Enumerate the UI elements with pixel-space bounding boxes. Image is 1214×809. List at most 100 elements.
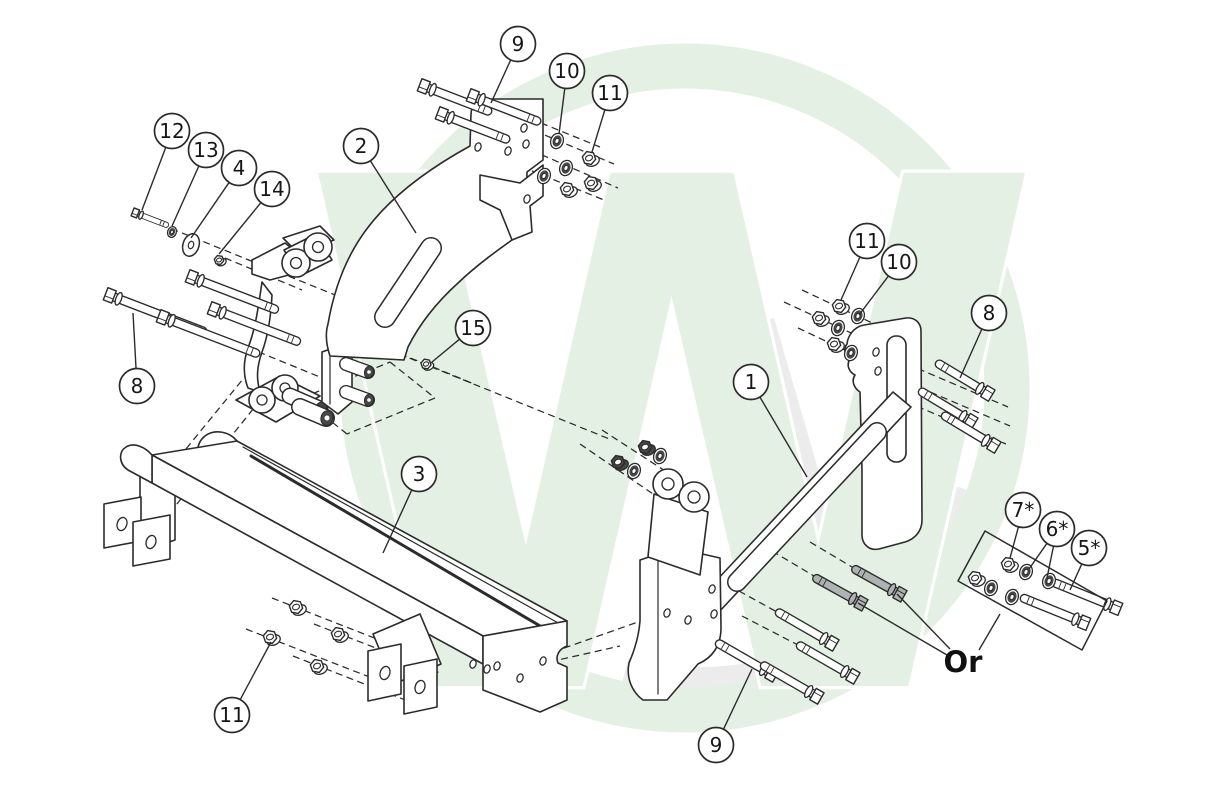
bolt-hole [663,608,671,618]
callout-circle [1004,491,1042,529]
bolt-hole [493,661,501,671]
callout-number: 6* [1046,517,1069,541]
flange-nut-icon [420,358,435,371]
leader-line [759,396,808,478]
axis-dash-line [552,621,639,653]
leader-line [171,165,200,227]
callout-number: 11 [219,703,244,727]
axis-dash-line [149,219,346,300]
axis-dash-line [809,541,853,568]
washer-icon [558,159,574,177]
callout-circle [213,696,251,734]
flange-nut-icon [637,439,656,456]
callout-8-right: 8 [959,294,1008,379]
leader-line [858,275,890,316]
hex-bolt-icon [934,359,996,402]
callout-14: 14 [218,170,291,255]
bolt-hole [874,366,882,376]
callout-circle [970,294,1008,332]
leader-line [218,202,262,255]
bushing-cylinder [291,398,335,427]
callout-13: 13 [171,131,225,227]
bolt-hole [469,659,477,669]
flange-nut-icon [581,150,600,167]
leader-line [369,160,417,234]
callout-number: 9 [512,32,525,56]
bolt-hole [684,615,692,625]
alternate-hardware-box [957,530,1108,651]
washer-icon [626,462,642,480]
callout-7s: 7* [1004,491,1042,559]
washer-icon [1004,588,1020,606]
callout-number: 8 [131,374,144,398]
callout-number: 11 [597,81,622,105]
arm-slot [374,237,442,328]
callout-circle [153,112,191,150]
part-2-support-arm [325,98,544,361]
callout-1: 1 [732,363,808,478]
callout-number: 1 [745,370,758,394]
washer-icon [652,447,668,465]
callout-circle [548,52,586,90]
flange-nut-icon [826,336,845,353]
callout-12: 12 [141,112,191,211]
callout-number: 12 [159,119,184,143]
flange-nut-icon [831,298,850,315]
spacer-washer-icon [181,233,201,257]
callout-circle [880,243,918,281]
hex-bolt-icon [812,573,869,612]
callout-number: 4 [233,156,246,180]
callout-15: 15 [431,309,492,363]
axis-dash-line [432,366,475,385]
callout-circle [454,309,492,347]
hex-bolt-icon [940,411,1002,454]
callout-number: 5* [1078,536,1101,560]
leader-line [840,256,861,301]
hex-bolt-icon [465,88,542,126]
callout-10-right: 10 [858,243,918,316]
callout-8-left: 8 [118,312,156,405]
callout-9-top: 9 [490,25,537,104]
fasteners [102,78,1124,705]
or-label: Or [944,645,984,679]
bolt-hole [474,142,482,152]
or-leader-line [857,602,948,656]
hex-bolt-icon [206,301,302,346]
callout-number: 9 [710,733,723,757]
leader-line [382,489,413,554]
washer-icon [166,226,178,238]
callout-number: 13 [193,138,218,162]
callout-circle [253,170,291,208]
leader-line [190,182,230,239]
washer-icon [830,319,846,337]
bolt-hole [414,679,426,695]
callout-11-right: 11 [840,222,886,301]
bolt-holes [116,123,882,695]
flange-nut-icon [309,658,328,675]
frame-left-curl [119,444,153,484]
part-1-side-bracket [627,317,923,701]
leader-line [722,668,753,730]
bolt-hole [520,123,528,133]
callout-number: 10 [886,250,911,274]
callout-11-top: 11 [591,74,629,153]
bolt-hole [539,656,547,666]
callout-9-bottom: 9 [697,668,753,764]
callout-number: 3 [413,462,426,486]
bushing-cylinder [339,385,375,407]
bolt-hole [522,139,530,149]
bolt-hole [872,347,880,357]
leader-line [1009,526,1020,559]
watermark-ring [340,43,1030,733]
callout-number: 7* [1012,498,1035,522]
callout-circle [848,222,886,260]
axis-dash-line [741,615,799,646]
callout-circle [400,455,438,493]
bolt-hole [516,673,524,683]
leader-line [239,641,272,700]
callout-circle [732,363,770,401]
leader-line [1069,563,1083,591]
